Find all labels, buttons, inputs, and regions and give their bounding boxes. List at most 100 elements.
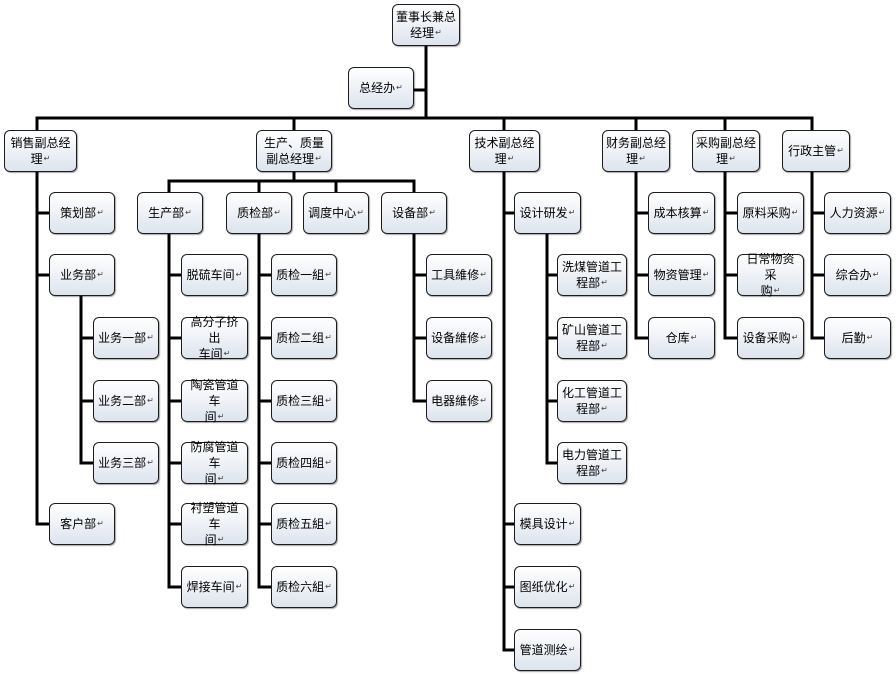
node-label: 质检五組 [276, 516, 332, 533]
node-label: 工具維修 [431, 267, 487, 284]
node-qc-1: 质检一組 [271, 254, 337, 296]
node-label: 采购副总经 理 [696, 135, 756, 168]
node-label: 脱硫车间 [187, 267, 243, 284]
node-label: 策划部 [60, 205, 104, 222]
node-label: 业务二部 [98, 393, 154, 410]
node-label: 陶瓷管道车 间 [185, 377, 244, 426]
node-power-pipe: 电力管道工 程部 [557, 442, 627, 484]
node-polymer: 高分子挤出 车间 [181, 315, 248, 361]
node-label: 客户部 [60, 516, 104, 533]
node-label: 质检一組 [276, 267, 332, 284]
node-general-office: 综合办 [824, 254, 891, 296]
node-customer: 客户部 [49, 503, 115, 545]
node-label: 仓库 [666, 330, 698, 347]
node-label: 总经办 [359, 80, 403, 97]
node-label: 生产、质量 副总经理 [264, 135, 324, 168]
node-mine-pipe: 矿山管道工 程部 [557, 317, 627, 359]
node-logistics: 后勤 [824, 317, 891, 359]
node-label: 设备部 [392, 205, 436, 222]
node-ceramic: 陶瓷管道车 间 [181, 378, 248, 424]
node-label: 电力管道工 程部 [562, 447, 622, 480]
node-label: 化工管道工 程部 [562, 385, 622, 418]
node-label: 业务部 [60, 267, 104, 284]
node-dispatch: 调度中心 [303, 192, 369, 234]
node-label: 财务副总经 理 [606, 135, 666, 168]
node-label: 生产部 [148, 205, 192, 222]
node-label: 质检部 [237, 205, 281, 222]
node-material-mgmt: 物资管理 [648, 254, 715, 296]
node-label: 设计研发 [520, 205, 576, 222]
node-planning: 策划部 [49, 192, 115, 234]
node-label: 原料采购 [743, 205, 799, 222]
node-label: 技术副总经 理 [474, 135, 534, 168]
node-label: 业务一部 [98, 330, 154, 347]
node-label: 模具设计 [520, 516, 576, 533]
node-label: 矿山管道工 程部 [562, 322, 622, 355]
node-admin: 行政主管 [782, 130, 850, 172]
node-label: 董事长兼总 经理 [396, 9, 456, 42]
node-raw-purchase: 原料采购 [737, 192, 804, 234]
node-design-rd: 设计研发 [514, 192, 581, 234]
node-business-1: 业务一部 [93, 317, 159, 359]
node-hr: 人力资源 [824, 192, 891, 234]
node-tool-maint: 工具維修 [426, 254, 492, 296]
node-label: 质检三組 [276, 393, 332, 410]
node-gm-office: 总经办 [348, 67, 414, 109]
node-label: 销售副总经 理 [10, 135, 70, 168]
node-equip-maint: 设备維修 [426, 317, 492, 359]
node-label: 高分子挤出 车间 [185, 314, 244, 363]
node-daily-purchase: 日常物资采 购 [737, 252, 804, 298]
node-vp-purchasing: 采购副总经 理 [692, 130, 760, 172]
node-label: 物资管理 [654, 267, 710, 284]
node-equipment-dept: 设备部 [381, 192, 447, 234]
node-vp-sales: 销售副总经 理 [4, 130, 77, 172]
node-business-3: 业务三部 [93, 442, 159, 484]
node-label: 综合办 [836, 267, 880, 284]
node-label: 焊接车间 [187, 579, 243, 596]
node-cost: 成本核算 [648, 192, 715, 234]
node-qc-5: 质检五組 [271, 503, 337, 545]
node-label: 图纸优化 [520, 579, 576, 596]
node-label: 质检四組 [276, 455, 332, 472]
node-label: 防腐管道车 间 [185, 439, 244, 488]
node-qc-6: 质检六組 [271, 566, 337, 608]
node-qc-3: 质检三組 [271, 380, 337, 422]
node-vp-finance: 财务副总经 理 [602, 130, 670, 172]
node-desulf: 脱硫车间 [181, 254, 248, 296]
node-chairman: 董事长兼总 经理 [392, 4, 460, 46]
node-label: 管道测绘 [520, 642, 576, 659]
node-label: 质检六組 [276, 579, 332, 596]
node-wash-pipe: 洗煤管道工 程部 [557, 254, 627, 296]
node-qc-2: 质检二组 [271, 317, 337, 359]
node-label: 衬塑管道车 间 [185, 500, 244, 549]
node-warehouse: 仓库 [648, 317, 715, 359]
node-drawing: 图纸优化 [514, 566, 581, 608]
node-business: 业务部 [49, 254, 115, 296]
node-elec-maint: 电器維修 [426, 380, 492, 422]
node-mold: 模具设计 [514, 503, 581, 545]
node-label: 调度中心 [308, 205, 364, 222]
node-business-2: 业务二部 [93, 380, 159, 422]
node-equip-purchase: 设备采购 [737, 317, 804, 359]
node-lined: 衬塑管道车 间 [181, 501, 248, 547]
node-welding: 焊接车间 [181, 566, 248, 608]
node-label: 行政主管 [788, 143, 844, 160]
node-anticorrosion: 防腐管道车 间 [181, 440, 248, 486]
node-production-dept: 生产部 [137, 192, 203, 234]
node-label: 电器維修 [431, 393, 487, 410]
node-survey: 管道测绘 [514, 629, 581, 671]
node-label: 日常物资采 购 [741, 251, 800, 300]
node-label: 质检二组 [276, 330, 332, 347]
node-label: 设备維修 [431, 330, 487, 347]
node-label: 人力资源 [830, 205, 886, 222]
node-chem-pipe: 化工管道工 程部 [557, 380, 627, 422]
node-vp-technical: 技术副总经 理 [469, 130, 540, 172]
node-qc-4: 质检四組 [271, 442, 337, 484]
node-label: 设备采购 [743, 330, 799, 347]
node-label: 成本核算 [654, 205, 710, 222]
node-label: 洗煤管道工 程部 [562, 259, 622, 292]
node-label: 后勤 [842, 330, 874, 347]
node-vp-production: 生产、质量 副总经理 [256, 130, 332, 172]
